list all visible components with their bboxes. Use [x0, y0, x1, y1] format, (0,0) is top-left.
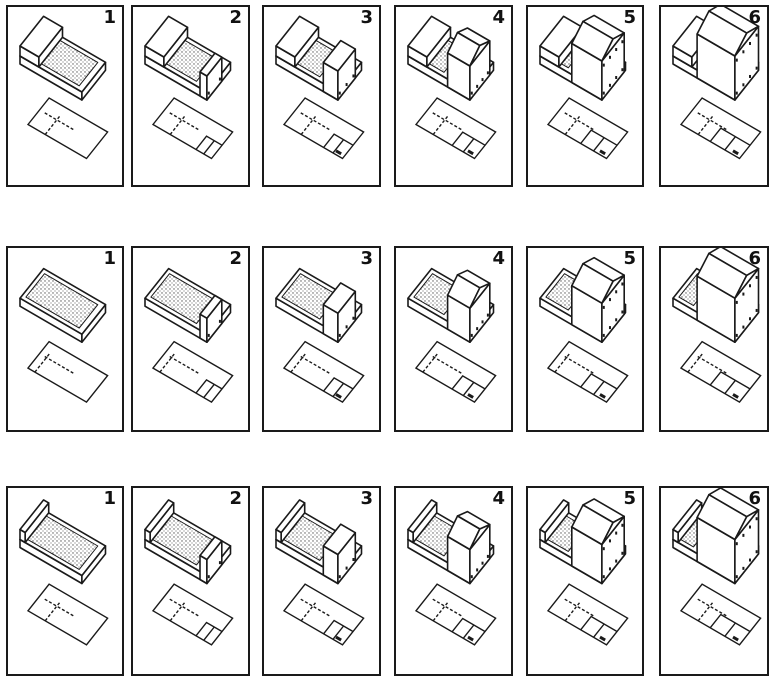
site-plan — [284, 584, 364, 645]
stage-illustration — [396, 488, 511, 674]
site-plan — [284, 342, 364, 403]
stage-illustration — [528, 248, 642, 430]
stage-number: 3 — [360, 7, 373, 29]
site-plan — [681, 584, 761, 645]
stage-number: 4 — [492, 488, 505, 510]
stage-panel-3-1: 1 — [6, 486, 124, 676]
stage-number: 1 — [103, 248, 116, 270]
isometric-block — [408, 16, 494, 100]
isometric-block — [145, 16, 231, 100]
site-plan — [284, 98, 364, 159]
stage-panel-1-5: 5 — [526, 5, 644, 187]
isometric-block — [673, 7, 759, 100]
isometric-block — [276, 500, 362, 584]
site-plan — [28, 98, 108, 159]
stage-illustration — [8, 7, 122, 185]
isometric-block — [20, 500, 106, 584]
isometric-block — [20, 269, 106, 343]
stage-number: 1 — [103, 7, 116, 29]
isometric-block — [145, 269, 231, 343]
stage-illustration — [8, 248, 122, 430]
stage-number: 3 — [360, 248, 373, 270]
stage-number: 6 — [748, 7, 761, 29]
isometric-block — [145, 500, 231, 584]
site-plan — [153, 342, 233, 403]
stage-number: 4 — [492, 7, 505, 29]
stage-number: 3 — [360, 488, 373, 510]
stage-panel-1-2: 2 — [131, 5, 250, 187]
stage-illustration — [264, 7, 379, 185]
stage-illustration — [133, 248, 248, 430]
site-plan — [681, 342, 761, 403]
stage-panel-3-5: 5 — [526, 486, 644, 676]
stage-panel-3-6: 6 — [659, 486, 769, 676]
stage-number: 6 — [748, 488, 761, 510]
site-plan — [28, 584, 108, 645]
stage-panel-1-6: 6 — [659, 5, 769, 187]
stage-illustration — [396, 7, 511, 185]
stage-number: 2 — [229, 488, 242, 510]
site-plan — [416, 584, 496, 645]
stage-panel-2-1: 1 — [6, 246, 124, 432]
stage-illustration — [661, 248, 767, 430]
stage-number: 4 — [492, 248, 505, 270]
stage-panel-2-4: 4 — [394, 246, 513, 432]
site-plan — [416, 98, 496, 159]
stage-panel-2-3: 3 — [262, 246, 381, 432]
stage-panel-1-4: 4 — [394, 5, 513, 187]
stage-illustration — [8, 488, 122, 674]
isometric-block — [673, 248, 759, 342]
site-plan — [548, 342, 628, 403]
isometric-block — [540, 499, 626, 584]
isometric-block — [20, 16, 106, 100]
isometric-block — [408, 269, 494, 343]
stage-illustration — [133, 488, 248, 674]
stage-panel-1-1: 1 — [6, 5, 124, 187]
stage-illustration — [661, 488, 767, 674]
isometric-block — [408, 500, 494, 584]
stage-panel-3-2: 2 — [131, 486, 250, 676]
stage-number: 2 — [229, 248, 242, 270]
site-plan — [416, 342, 496, 403]
stage-number: 5 — [623, 488, 636, 510]
isometric-block — [276, 269, 362, 343]
stage-number: 6 — [748, 248, 761, 270]
stage-illustration — [661, 7, 767, 185]
site-plan — [548, 98, 628, 159]
stage-illustration — [528, 7, 642, 185]
stage-panel-2-5: 5 — [526, 246, 644, 432]
isometric-block — [276, 16, 362, 100]
stage-panel-2-2: 2 — [131, 246, 250, 432]
stage-number: 5 — [623, 7, 636, 29]
isometric-block — [540, 15, 626, 100]
stage-panel-3-4: 4 — [394, 486, 513, 676]
isometric-block — [540, 258, 626, 343]
stage-panel-2-6: 6 — [659, 246, 769, 432]
site-plan — [28, 342, 108, 403]
stage-illustration — [528, 488, 642, 674]
stage-illustration — [396, 248, 511, 430]
site-plan — [681, 98, 761, 159]
site-plan — [548, 584, 628, 645]
isometric-block — [673, 488, 759, 584]
site-plan — [153, 584, 233, 645]
site-plan — [153, 98, 233, 159]
stage-number: 5 — [623, 248, 636, 270]
stage-illustration — [133, 7, 248, 185]
stage-panel-3-3: 3 — [262, 486, 381, 676]
stage-illustration — [264, 488, 379, 674]
stage-number: 1 — [103, 488, 116, 510]
stage-number: 2 — [229, 7, 242, 29]
stage-illustration — [264, 248, 379, 430]
stage-panel-1-3: 3 — [262, 5, 381, 187]
